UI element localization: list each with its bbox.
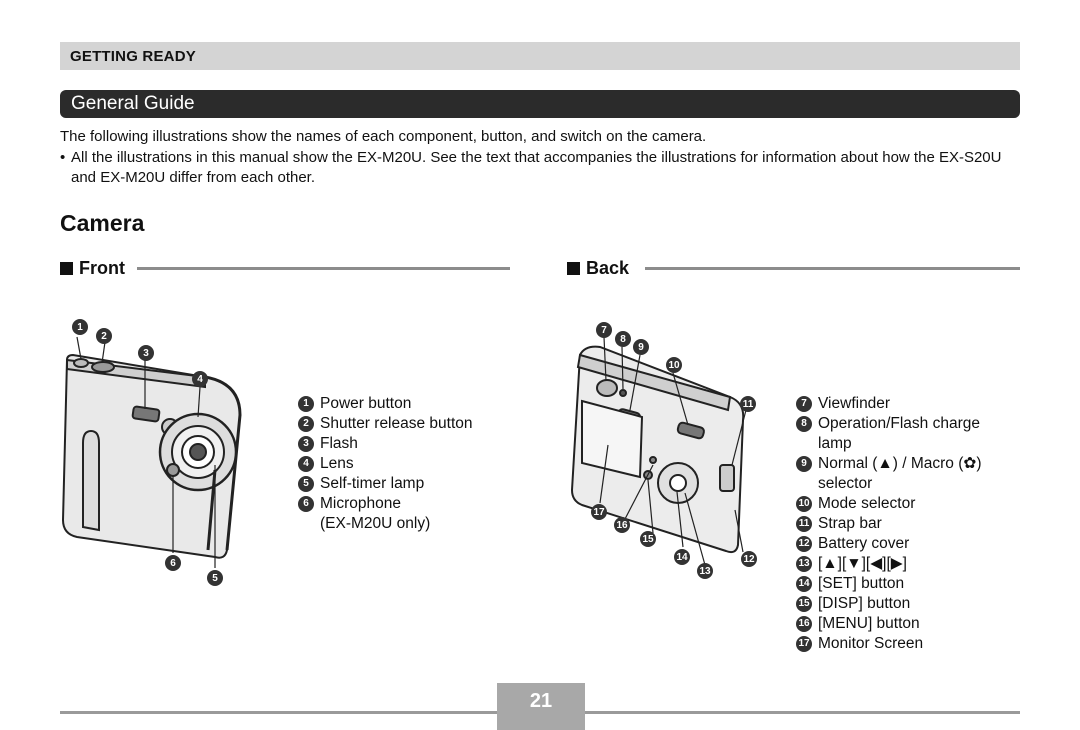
- list-item-continuation: selector: [818, 475, 873, 492]
- callout-7: 7: [596, 322, 612, 338]
- callout-10: 10: [666, 357, 682, 373]
- front-heading: Front: [60, 258, 125, 279]
- guide-header-bar: General Guide: [60, 90, 1020, 118]
- back-heading-label: Back: [586, 258, 630, 278]
- front-heading-rule: [137, 267, 510, 270]
- callout-9: 9: [633, 339, 649, 355]
- back-camera-illustration: [570, 336, 747, 566]
- section-header-bar: GETTING READY: [60, 42, 1020, 70]
- list-item-continuation: (EX-M20U only): [320, 515, 431, 532]
- page-number: 21: [529, 690, 553, 712]
- callout-15: 15: [640, 531, 656, 547]
- section-title: GETTING READY: [70, 48, 196, 65]
- list-item: 14[SET] button: [796, 574, 982, 594]
- bullet-text: All the illustrations in this manual sho…: [71, 149, 1002, 186]
- callout-6: 6: [165, 555, 181, 571]
- callout-16: 16: [614, 517, 630, 533]
- callout-12: 12: [741, 551, 757, 567]
- list-item: 13[▲][▼][◀][▶]: [796, 554, 982, 574]
- callout-14: 14: [674, 549, 690, 565]
- callout-13: 13: [697, 563, 713, 579]
- back-heading: Back: [567, 258, 629, 279]
- callout-11: 11: [740, 396, 756, 412]
- list-item: 16[MENU] button: [796, 614, 982, 634]
- intro-text: The following illustrations show the nam…: [60, 128, 707, 145]
- square-bullet-icon: [60, 262, 73, 275]
- callout-5: 5: [207, 570, 223, 586]
- front-heading-label: Front: [79, 258, 125, 278]
- callout-8: 8: [615, 331, 631, 347]
- page-number-box: 21: [497, 683, 585, 730]
- callout-2: 2: [96, 328, 112, 344]
- callout-17: 17: [591, 504, 607, 520]
- camera-heading: Camera: [60, 210, 145, 236]
- square-bullet-icon: [567, 262, 580, 275]
- front-camera-illustration: [61, 336, 242, 568]
- callout-3: 3: [138, 345, 154, 361]
- list-item: 15[DISP] button: [796, 594, 982, 614]
- callout-1: 1: [72, 319, 88, 335]
- list-item-continuation: lamp: [818, 435, 852, 452]
- guide-title: General Guide: [71, 93, 195, 114]
- bullet-dot: •: [60, 149, 66, 166]
- callout-4: 4: [192, 371, 208, 387]
- back-heading-rule: [645, 267, 1020, 270]
